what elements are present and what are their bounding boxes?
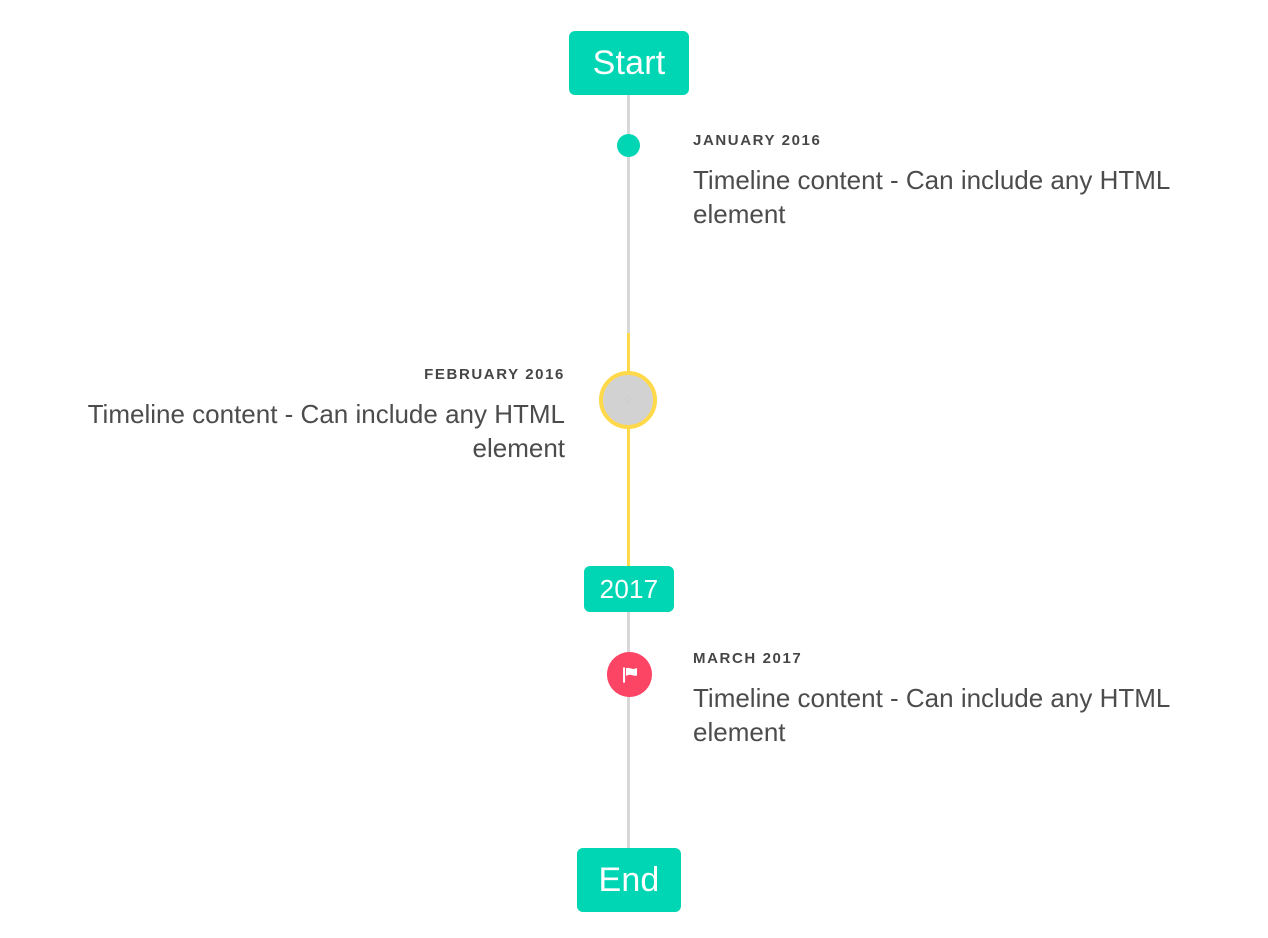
timeline-end-badge[interactable]: End: [577, 848, 681, 912]
timeline-entry-january-2016: January 2016 Timeline content - Can incl…: [693, 132, 1233, 232]
timeline-entry-date: March 2017: [693, 650, 803, 667]
timeline-entry-date: January 2016: [693, 132, 822, 149]
placeholder-glyph-icon: ⁘: [622, 393, 634, 406]
timeline-entry-body: Timeline content - Can include any HTML …: [87, 399, 565, 464]
timeline-start-badge[interactable]: Start: [569, 31, 689, 95]
timeline-marker-february-2016[interactable]: ⁘: [599, 371, 657, 429]
timeline-entry-body: Timeline content - Can include any HTML …: [693, 165, 1170, 230]
timeline-marker-january-2016[interactable]: [617, 134, 640, 157]
timeline-year-badge[interactable]: 2017: [584, 566, 674, 612]
timeline-marker-march-2017[interactable]: [607, 652, 652, 697]
timeline-start-label: Start: [592, 43, 666, 82]
timeline-entry-body: Timeline content - Can include any HTML …: [693, 683, 1170, 748]
timeline-entry-february-2016: February 2016 Timeline content - Can inc…: [20, 366, 565, 466]
timeline-end-label: End: [598, 860, 660, 899]
timeline-entry-march-2017: March 2017 Timeline content - Can includ…: [693, 650, 1233, 750]
timeline-axis-segment-bottom: [627, 612, 630, 848]
flag-icon: [622, 666, 637, 683]
timeline-axis-segment-top: [627, 95, 630, 333]
timeline-year-label: 2017: [599, 573, 659, 604]
timeline-axis-segment-highlight: [627, 333, 630, 566]
timeline-entry-date: February 2016: [424, 366, 565, 383]
